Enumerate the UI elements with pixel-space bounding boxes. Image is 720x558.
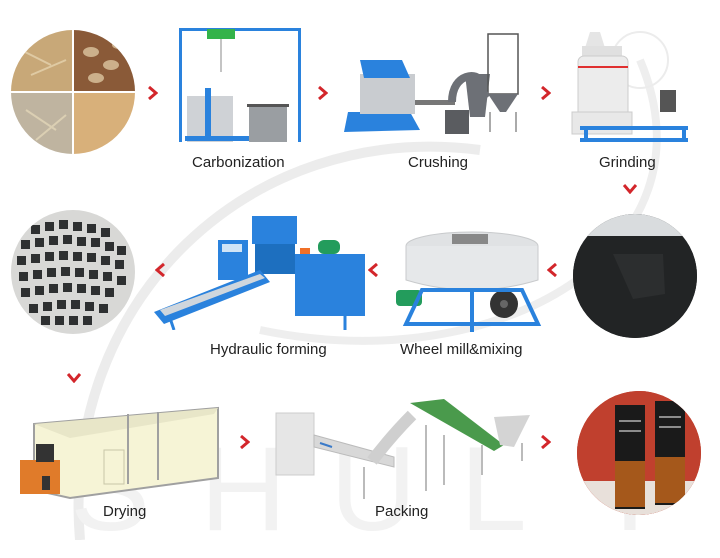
raw-materials-photo: [11, 30, 135, 154]
arrow-left-icon: [155, 263, 165, 277]
step-label-carbonization: Carbonization: [192, 154, 285, 171]
wheel-mill-machine: [392, 228, 542, 334]
crushing-machine: [340, 32, 530, 142]
packing-machine: [272, 395, 534, 500]
step-label-grinding: Grinding: [599, 154, 656, 171]
charcoal-powder-photo: [573, 214, 697, 338]
arrow-right-icon: [541, 86, 551, 100]
drying-machine: [18, 400, 223, 500]
arrow-left-icon: [368, 263, 378, 277]
arrow-right-icon: [148, 86, 158, 100]
step-label-crushing: Crushing: [408, 154, 469, 171]
arrow-down-icon: [67, 373, 81, 383]
step-label-packing: Packing: [375, 503, 429, 520]
packaged-product-photo: [577, 391, 701, 515]
charcoal-cubes-photo: [11, 210, 135, 334]
arrow-down-icon: [623, 184, 637, 194]
arrow-left-icon: [547, 263, 557, 277]
grinding-machine: [570, 28, 690, 144]
step-label-hydraulic-forming: Hydraulic forming: [210, 341, 327, 358]
step-label-wheel-mill-mixing: Wheel mill&mixing: [400, 341, 523, 358]
arrow-right-icon: [541, 435, 551, 449]
carbonization-machine: [175, 26, 305, 144]
arrow-right-icon: [318, 86, 328, 100]
arrow-right-icon: [240, 435, 250, 449]
hydraulic-forming-machine: [150, 212, 365, 331]
step-label-drying: Drying: [103, 503, 147, 520]
